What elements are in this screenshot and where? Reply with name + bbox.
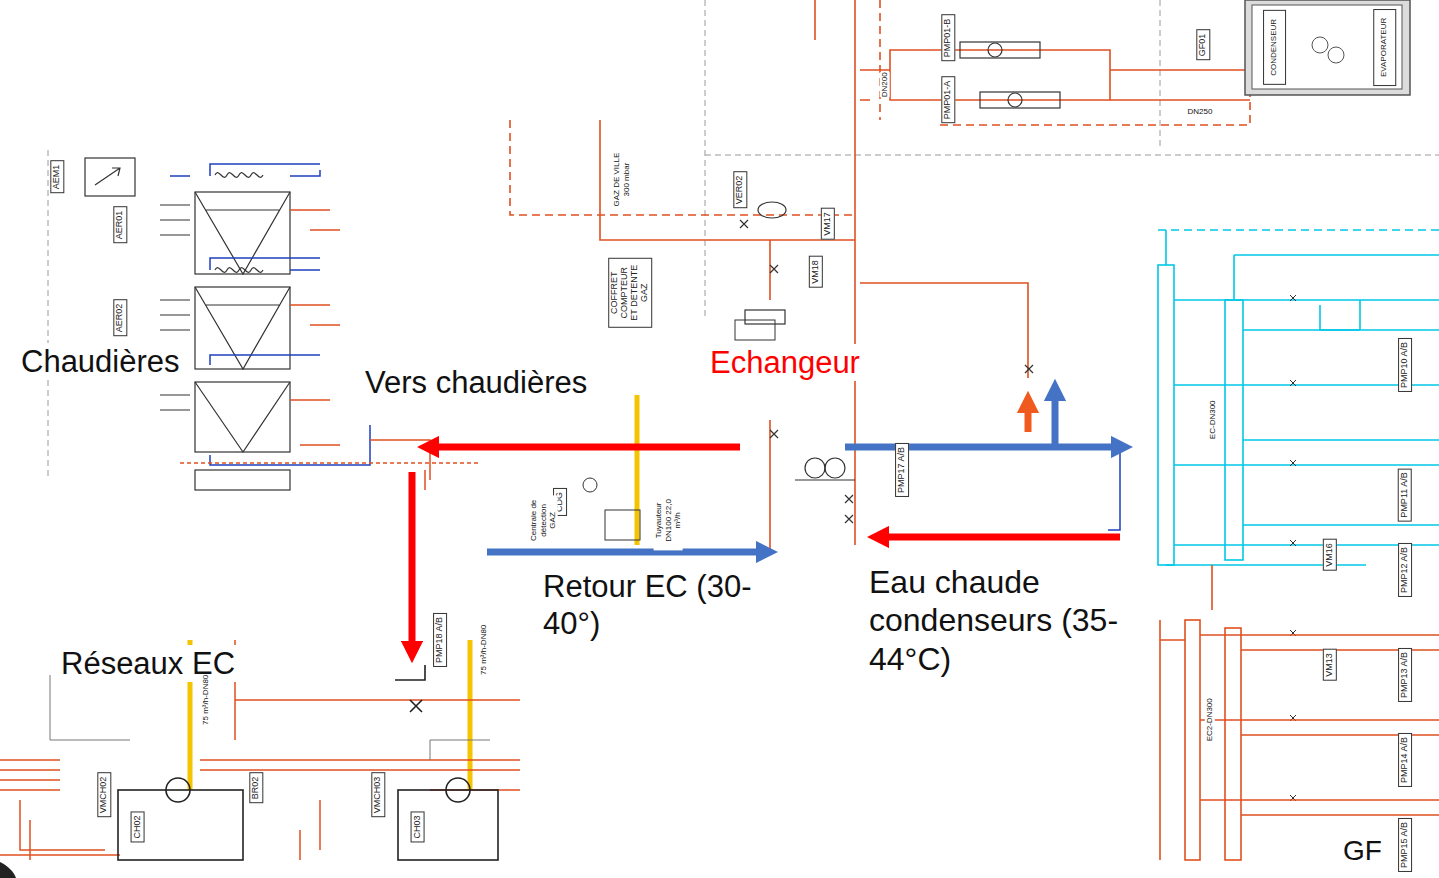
pipe-label: 75 m³/h-DN80 — [479, 625, 489, 675]
tag-text: BR02 — [251, 777, 261, 800]
annotation-label: GF — [1340, 834, 1385, 868]
equipment-tag: PMP01-B — [941, 15, 955, 62]
annotation-label: Echangeur — [707, 344, 863, 381]
tag-text: VMCH03 — [373, 777, 383, 814]
pipe-label: EC-DN300 — [1207, 401, 1217, 440]
tag-text: CH02 — [133, 815, 143, 838]
annotation-label: Eau chaude condenseurs (35-44°C) — [866, 563, 1122, 678]
pipe-label: DN200 — [879, 73, 889, 98]
equipment-tag: EVAPORATEUR — [1374, 8, 1397, 85]
equipment-tag: VM13 — [1323, 649, 1337, 681]
tag-text: PMP15 A/B — [1400, 822, 1410, 868]
pipe-label: GAZ DE VILLE 300 mbar — [612, 150, 631, 210]
equipment-tag: VMCH02 — [97, 773, 111, 818]
tag-text: PMP01-A — [943, 81, 953, 120]
pipe-label: Centrale de détection GAZ — [529, 495, 558, 545]
equipment-tag: PMP10 A/B — [1398, 338, 1412, 392]
equipment-tag: VM16 — [1323, 539, 1337, 571]
tag-text: PMP12 A/B — [1400, 547, 1410, 593]
annotation-label: Chaudières — [18, 343, 183, 380]
tag-text: AEM1 — [52, 165, 62, 190]
equipment-tag: VER02 — [733, 172, 747, 209]
tag-text: PMP17 A/B — [897, 447, 907, 493]
equipment-tag: BR02 — [249, 773, 263, 804]
tag-text: EVAPORATEUR — [1381, 17, 1390, 76]
tag-text: VM18 — [811, 260, 821, 284]
equipment-tag: PMP11 A/B — [1398, 468, 1412, 521]
tag-text: VMCH02 — [99, 777, 109, 814]
equipment-tag: PMP01-A — [941, 77, 955, 124]
tag-text: VM16 — [1325, 543, 1335, 567]
equipment-tag: PMP17 A/B — [895, 443, 909, 497]
tag-text: PMP14 A/B — [1400, 737, 1410, 783]
tag-text: PMP11 A/B — [1400, 472, 1410, 517]
tag-text: VM17 — [823, 212, 833, 236]
tag-text: AER01 — [115, 211, 125, 240]
pipe-label: EC2-DN300 — [1205, 698, 1215, 741]
tag-text: CONDENSEUR — [1270, 19, 1279, 76]
boiler-box: CH03 — [411, 811, 425, 842]
equipment-tag: COFFRET COMPTEUR ET DETENTE GAZ — [608, 258, 652, 328]
equipment-tag: PMP15 A/B — [1398, 818, 1412, 872]
equipment-tag: VM17 — [821, 208, 835, 240]
tag-text: CH03 — [413, 815, 423, 838]
tag-text: AER02 — [115, 304, 125, 333]
pipe-label: Tuyauteur DN100 22,0 m³/h — [654, 490, 683, 550]
equipment-tag: CONDENSEUR — [1263, 10, 1286, 85]
tag-text: GF01 — [1198, 34, 1208, 57]
annotation-label: Retour EC (30-40°) — [540, 568, 756, 642]
pipe-label: 75 m³/h-DN80 — [201, 675, 211, 725]
boiler-box: CH02 — [131, 811, 145, 842]
equipment-tag: PMP12 A/B — [1398, 543, 1412, 597]
annotation-label: Vers chaudières — [362, 364, 590, 401]
tag-text: PMP18 A/B — [435, 617, 445, 663]
tag-text: VM13 — [1325, 653, 1335, 677]
equipment-tag: PMP18 A/B — [433, 613, 447, 667]
tag-text: COFFRET COMPTEUR ET DETENTE GAZ — [610, 262, 650, 324]
tag-text: PMP01-B — [943, 19, 953, 58]
equipment-tag: VM18 — [809, 256, 823, 288]
equipment-tag: AEM1 — [50, 161, 64, 194]
equipment-tag: PMP13 A/B — [1398, 648, 1412, 702]
pipe-label: DN250 — [1188, 107, 1213, 117]
tag-text: PMP10 A/B — [1400, 342, 1410, 388]
annotation-label: Réseaux EC — [58, 645, 238, 682]
equipment-tag: VMCH03 — [371, 773, 385, 818]
equipment-tag: PMP14 A/B — [1398, 733, 1412, 787]
equipment-tag: AER01 — [113, 207, 127, 244]
tag-text: VER02 — [735, 176, 745, 205]
tag-text: PMP13 A/B — [1400, 652, 1410, 698]
equipment-tag: GF01 — [1196, 30, 1210, 61]
equipment-tag: AER02 — [113, 300, 127, 337]
